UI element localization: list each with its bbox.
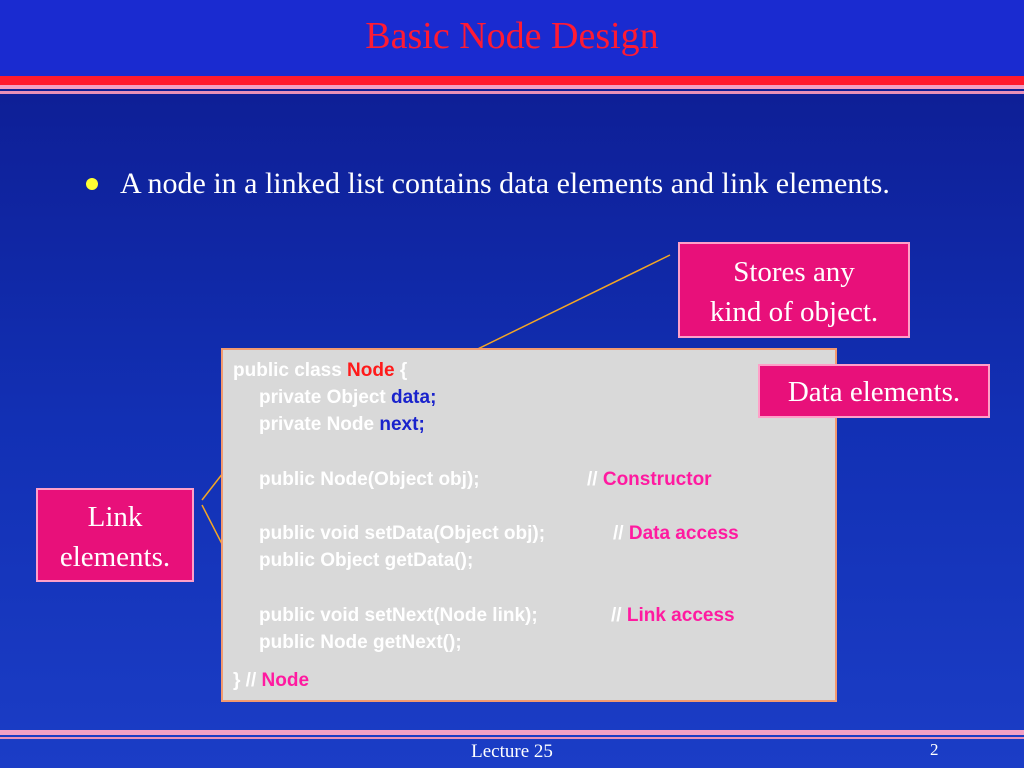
code-line-constructor: public Node(Object obj); <box>259 469 480 490</box>
code-line-next-field: private Node next; <box>259 414 425 435</box>
footer-divider <box>0 730 1024 735</box>
code-line-data-field: private Object data; <box>259 387 437 408</box>
slide-title: Basic Node Design <box>365 15 659 57</box>
title-bar <box>0 0 1024 76</box>
title-divider-pink-thin <box>0 91 1024 94</box>
bullet-text: A node in a linked list contains data el… <box>120 167 890 200</box>
code-comment-link-access: // Link access <box>611 605 735 626</box>
code-line-getnext: public Node getNext(); <box>259 632 462 653</box>
callout-link-line1: Link <box>87 501 143 533</box>
code-line-close: } // Node <box>233 670 310 691</box>
code-comment-data-access: // Data access <box>613 523 739 544</box>
callout-link-elements: Link elements. <box>36 488 194 582</box>
callout-data-elements: Data elements. <box>758 364 990 418</box>
code-line-class: public class Node { <box>233 360 408 381</box>
code-comment-constructor: // Constructor <box>587 469 712 490</box>
code-line-setdata: public void setData(Object obj); <box>259 523 546 544</box>
callout-stores-any-object: Stores any kind of object. <box>678 242 910 338</box>
callout-stores-line2: kind of object. <box>709 296 879 328</box>
page-number: 2 <box>930 740 939 759</box>
code-line-setnext: public void setNext(Node link); <box>259 605 538 626</box>
bullet-dot-icon <box>86 178 98 190</box>
footer-lecture: Lecture 25 <box>471 741 553 762</box>
footer-divider-thin <box>0 737 1024 739</box>
title-divider-pink <box>0 85 1024 89</box>
title-divider-red <box>0 76 1024 85</box>
callout-stores-line1: Stores any <box>733 256 855 288</box>
callout-link-line2: elements. <box>59 541 171 573</box>
code-box: public class Node { private Object data;… <box>221 348 837 702</box>
code-line-getdata: public Object getData(); <box>259 550 474 571</box>
